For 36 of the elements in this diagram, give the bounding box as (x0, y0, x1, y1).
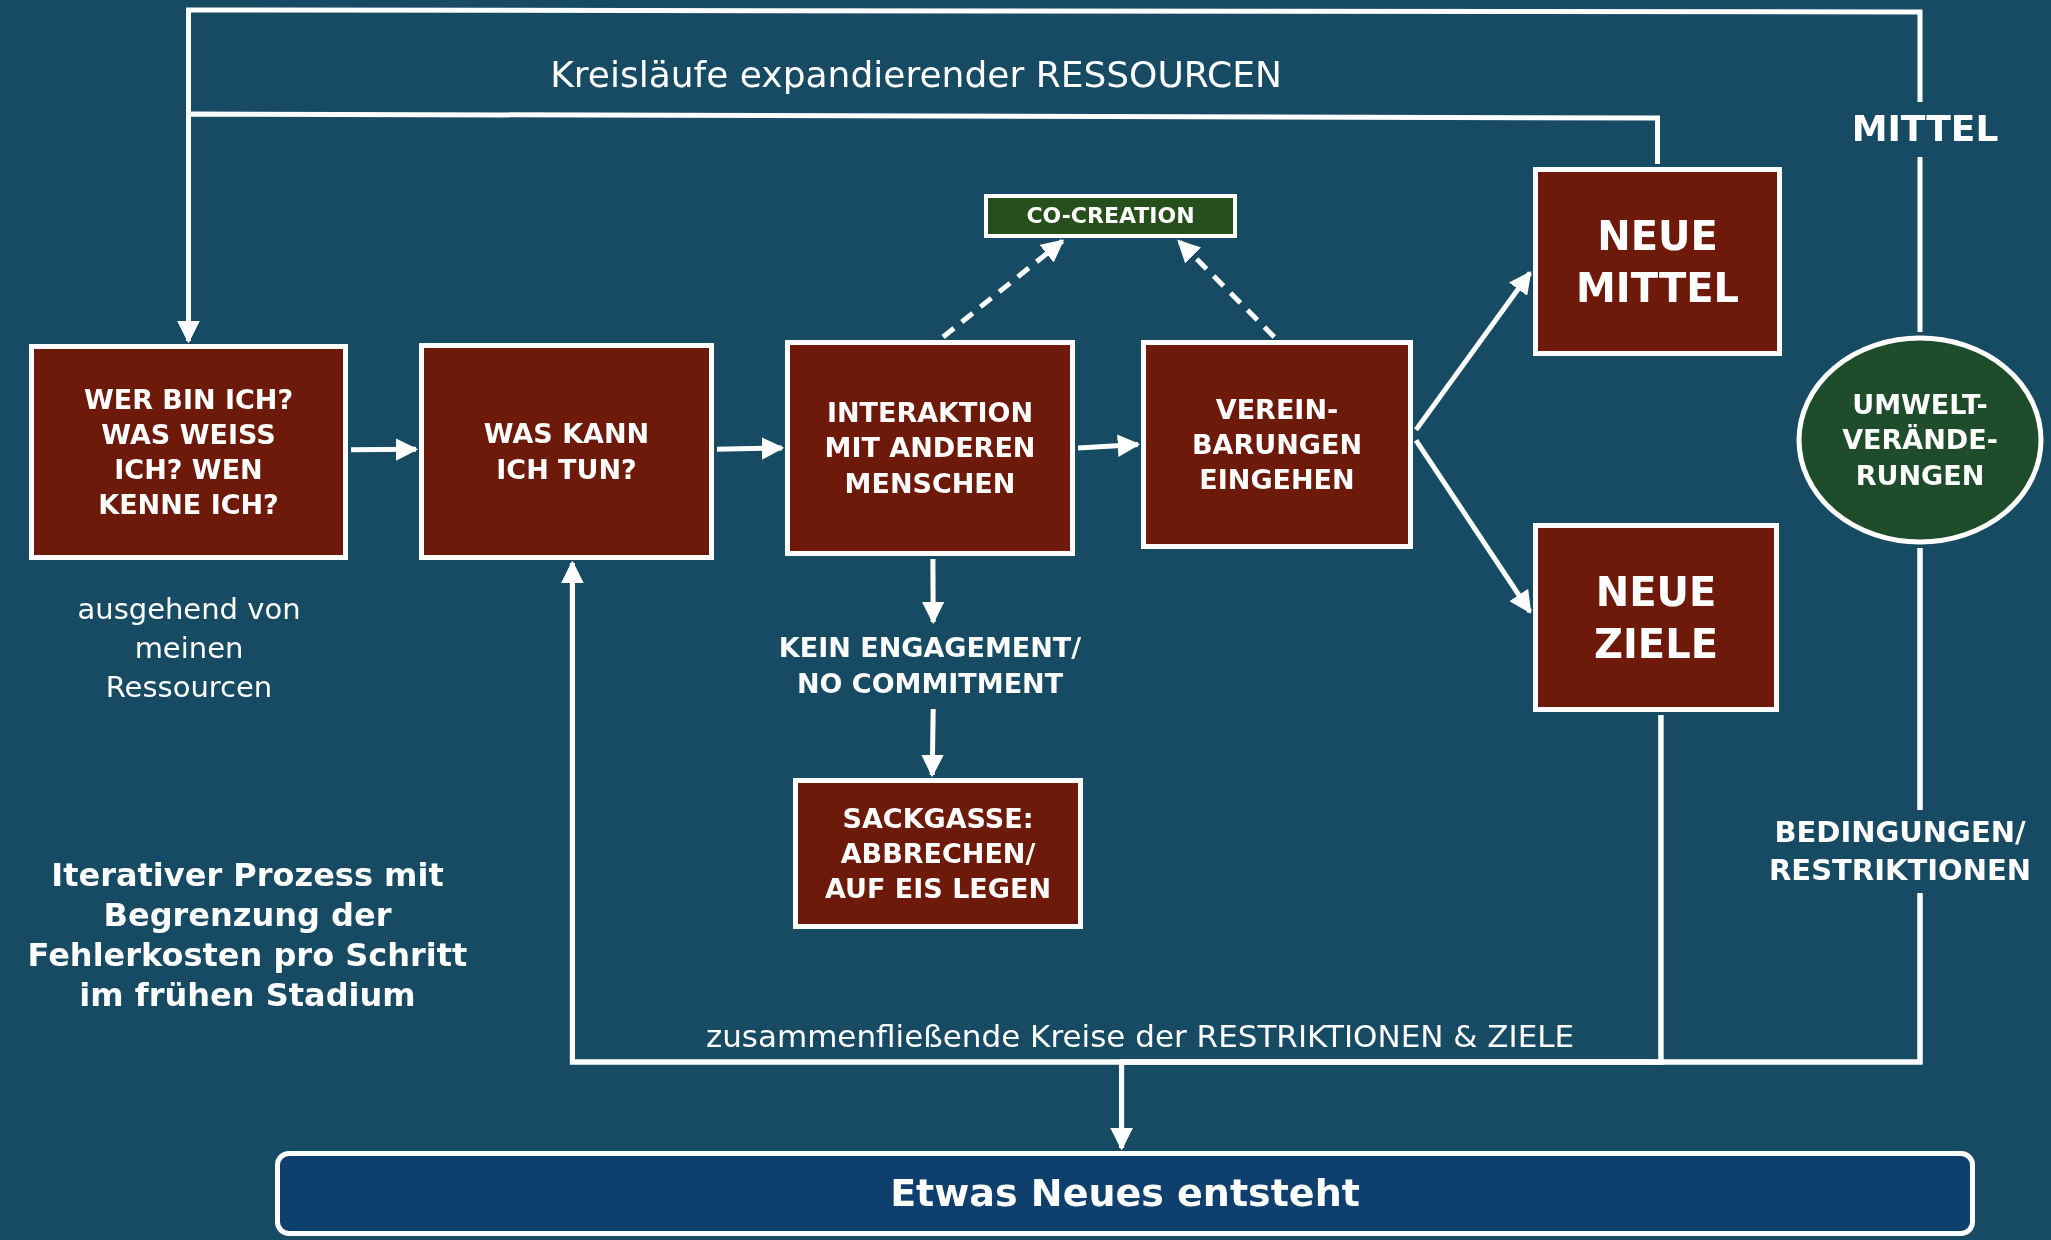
arrow (921, 559, 945, 625)
arrow (1413, 438, 1533, 614)
process-box (1533, 523, 1779, 712)
process-box (793, 778, 1083, 929)
node-label: INTERAKTION MIT ANDEREN MENSCHEN (823, 396, 1037, 501)
arrow (1413, 271, 1533, 432)
tag-box (984, 194, 1237, 238)
process-box (419, 343, 714, 560)
arrow (921, 708, 944, 778)
node-label: SACKGASSE: ABBRECHEN/ AUF EIS LEGEN (824, 801, 1052, 907)
node-label: KEIN ENGAGEMENT/ NO COMMITMENT (777, 631, 1083, 701)
loop-label: Kreisläufe expandierender RESSOURCEN (549, 53, 1283, 97)
arrow (1077, 434, 1141, 457)
result-banner (275, 1151, 1975, 1236)
node-label: NEUE MITTEL (1576, 211, 1739, 313)
node-label: CO-CREATION (1026, 201, 1195, 230)
loop-label: zusammenfließende Kreise der RESTRIKTIONEN & ZIELE (704, 1017, 1576, 1056)
node-label: WER BIN ICH? WAS WEISS ICH? WEN KENNE ICH? (82, 382, 295, 523)
process-box (785, 340, 1075, 556)
node-label: NEUE ZIELE (1593, 567, 1719, 669)
note: Iterativer Prozess mit Begrenzung der Fehlerkosten pro Schritt im frühen Stadium (26, 855, 469, 1015)
process-box (1533, 167, 1782, 356)
arrow (1110, 548, 1923, 1151)
node-label: UMWELT- VERÄNDE- RUNGEN (1841, 388, 1999, 493)
node-label: Etwas Neues entsteht (890, 1169, 1360, 1217)
node-label: VEREIN- BARUNGEN EINGEHEN (1191, 392, 1363, 498)
ellipse-node (1796, 335, 2044, 545)
arrow (941, 239, 1065, 339)
node-caption: ausgehend von meinen Ressourcen (76, 591, 302, 707)
process-box (29, 344, 348, 560)
arrow (716, 437, 785, 460)
arrow (1177, 239, 1277, 339)
arrow (177, 7, 1923, 344)
process-box (1141, 340, 1413, 549)
node-label: WAS KANN ICH TUN? (482, 417, 651, 487)
arrow (351, 438, 419, 461)
